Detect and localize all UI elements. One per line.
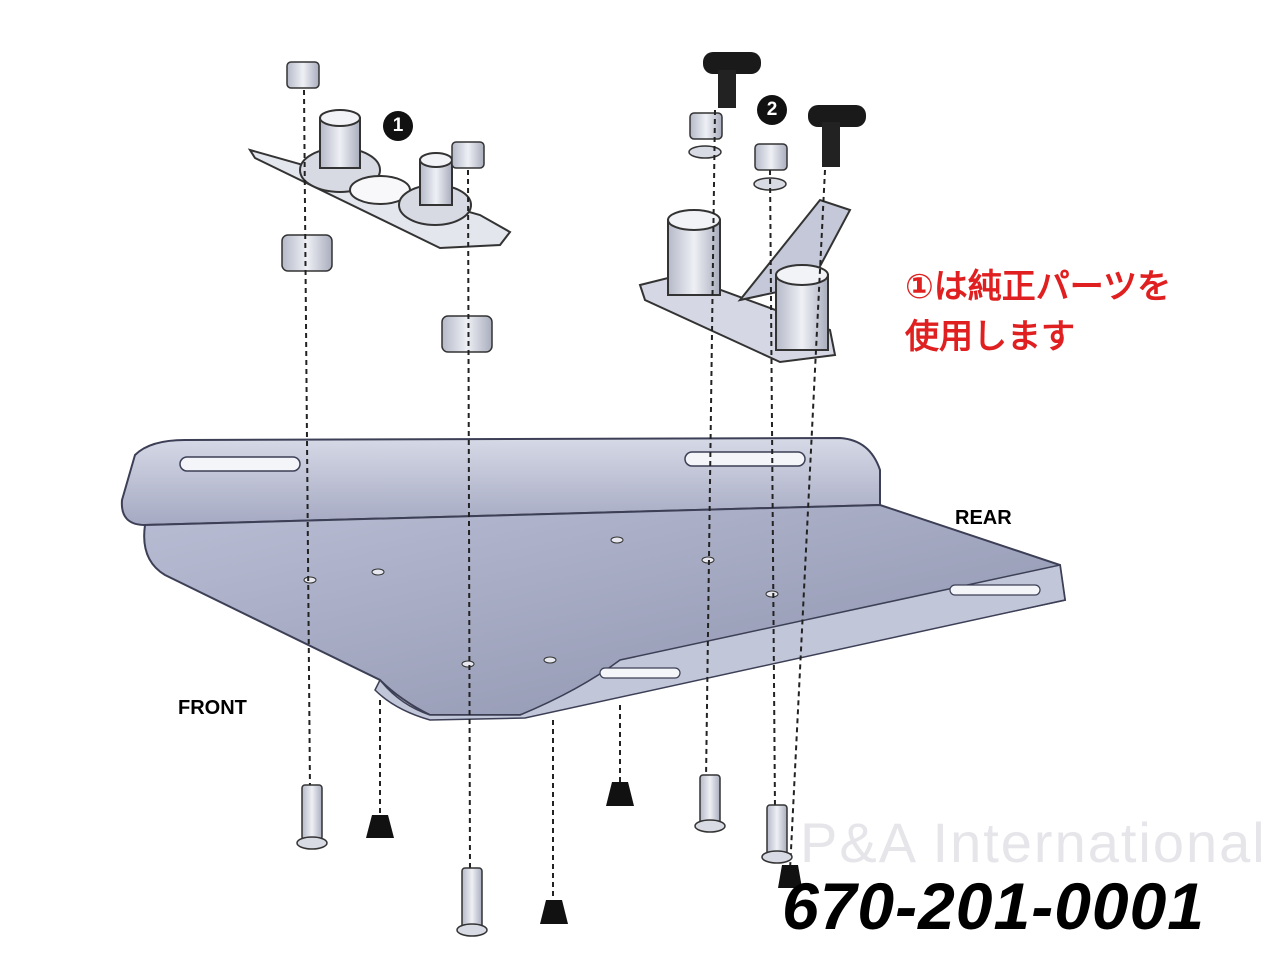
bolt <box>456 867 488 937</box>
stock-bracket <box>247 109 512 250</box>
front-label: FRONT <box>178 697 247 719</box>
spacer <box>281 234 333 272</box>
rivet <box>606 782 634 806</box>
mounting-bracket <box>638 198 852 364</box>
assembly-axes <box>303 89 826 905</box>
callout-2: 2 <box>757 95 787 125</box>
base-plate <box>120 436 1067 721</box>
stock-part-note: ①は純正パーツを 使用します <box>905 262 1171 362</box>
knob-left <box>703 52 761 108</box>
spacer <box>441 315 493 353</box>
rivet <box>778 865 802 888</box>
rivet <box>366 815 394 838</box>
note-line-1: ①は純正パーツを <box>905 267 1172 307</box>
bolt <box>694 774 726 833</box>
watermark: P&A International <box>800 811 1267 874</box>
nut <box>286 61 320 89</box>
rivet <box>540 900 568 924</box>
nut <box>689 112 723 140</box>
knob-right <box>808 105 866 167</box>
rear-label: REAR <box>955 507 1012 529</box>
note-line-2: 使用します <box>905 317 1075 357</box>
callout-1: 1 <box>383 111 413 141</box>
bolt <box>761 804 793 864</box>
nut <box>451 141 485 169</box>
washer <box>688 145 722 159</box>
bolt <box>296 784 328 850</box>
part-number: 670-201-0001 <box>782 869 1206 943</box>
nut <box>754 143 788 171</box>
